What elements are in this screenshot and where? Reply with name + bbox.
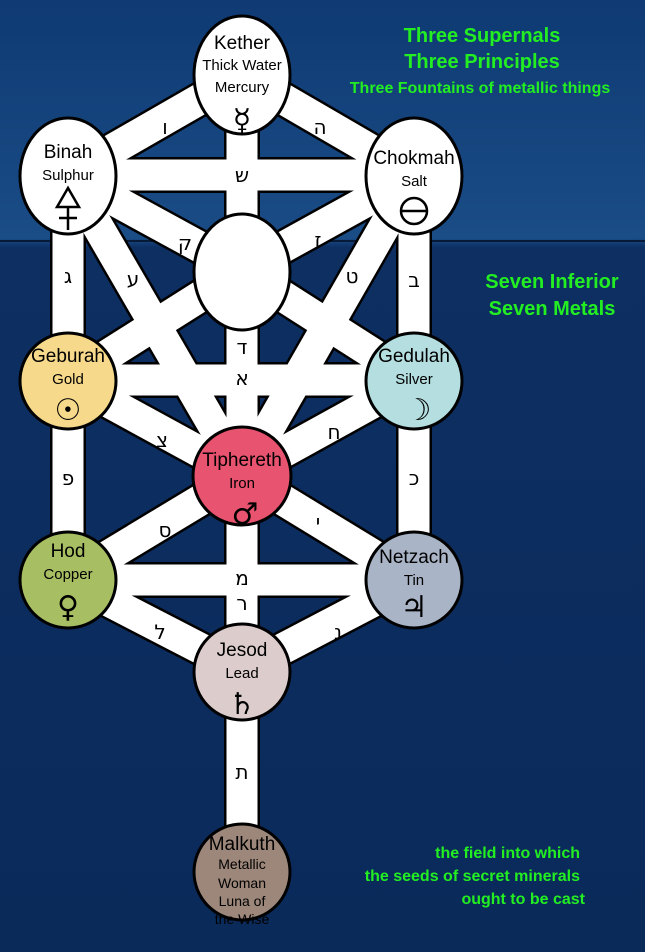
malkuth-annotation: the field into which the seeds of secret… xyxy=(365,845,586,908)
annotation-line: Three Fountains of metallic things xyxy=(350,80,611,97)
path-letter-yod: י xyxy=(316,510,320,534)
kether-line-1: Thick Water xyxy=(202,57,281,74)
sephirah-netzach xyxy=(364,530,464,630)
jupiter-tin-icon: ♃ xyxy=(401,590,428,625)
path-letter-gimel: ג xyxy=(64,264,72,288)
path-letter-samekh: ס xyxy=(159,518,172,542)
sulphur-icon xyxy=(54,185,82,230)
gedulah-line-1: Silver xyxy=(395,371,433,388)
venus-copper-icon: ♀ xyxy=(57,590,79,625)
sephirah-hod xyxy=(18,530,118,630)
path-letter-he: ה xyxy=(313,115,326,139)
path-letter-nun: נ xyxy=(334,620,342,644)
netzach-line-1: Tin xyxy=(404,572,424,589)
inferior-annotation: Seven Inferior Seven Metals xyxy=(485,271,619,320)
netzach-name: Netzach xyxy=(379,547,449,568)
path-letter-beth: ב xyxy=(408,268,420,292)
sephirah-malkuth xyxy=(192,822,292,922)
sephirah-kether xyxy=(192,14,292,136)
path-letter-lamed: ל xyxy=(154,620,165,644)
malkuth-line-3: Luna of xyxy=(219,893,266,909)
path-letter-aleph: א xyxy=(235,366,248,390)
kether-name: Kether xyxy=(214,33,271,54)
annotation-line: Seven Metals xyxy=(489,298,616,320)
annotation-line: the field into which xyxy=(435,845,580,862)
annotation-line: Three Supernals xyxy=(404,25,561,47)
chokmah-line-1: Salt xyxy=(401,173,428,190)
path-letter-daleth: ד xyxy=(237,335,248,359)
sephirah-geburah xyxy=(18,331,118,431)
path-letter-mem: מ xyxy=(235,566,249,590)
saturn-lead-icon: ♄ xyxy=(229,687,256,722)
path-letter-qoph: ק xyxy=(178,231,192,255)
jesod-line-1: Lead xyxy=(225,665,258,682)
path-letter-pe: פ xyxy=(62,466,75,490)
mars-iron-icon: ♂ xyxy=(232,497,259,532)
sephirah-daath xyxy=(192,212,292,332)
path-letter-zayin: ז xyxy=(315,228,322,252)
sephirah-jesod xyxy=(192,622,292,722)
sun-gold-icon: ☉ xyxy=(55,393,82,428)
geburah-name: Geburah xyxy=(31,346,105,367)
salt-icon xyxy=(399,196,429,226)
path-letter-teth: ט xyxy=(346,264,359,288)
path-letter-kaph: כ xyxy=(409,466,420,490)
annotation-line: Seven Inferior xyxy=(485,271,619,293)
malkuth-line-4: the Wise xyxy=(215,911,270,927)
binah-name: Binah xyxy=(44,142,93,163)
sephirah-chokmah xyxy=(364,116,464,236)
chokmah-name: Chokmah xyxy=(373,148,454,169)
malkuth-line-1: Metallic xyxy=(218,856,265,872)
path-letter-ayin: ע xyxy=(127,267,140,291)
annotation-line: Three Principles xyxy=(404,51,560,73)
path-letter-cheth: ח xyxy=(327,420,340,444)
annotation-line: the seeds of secret minerals xyxy=(365,868,580,885)
path-letter-shin: ש xyxy=(235,163,249,187)
path-letter-resh: ר xyxy=(236,591,247,615)
binah-line-1: Sulphur xyxy=(42,167,94,184)
sephirah-gedulah xyxy=(364,331,464,431)
supernals-annotation: Three Supernals Three Principles Three F… xyxy=(350,25,611,97)
malkuth-line-2: Woman xyxy=(218,875,266,891)
jesod-name: Jesod xyxy=(217,640,268,661)
sephirah-binah xyxy=(18,116,118,236)
gedulah-name: Gedulah xyxy=(378,346,450,367)
hod-line-1: Copper xyxy=(43,566,92,583)
kether-line-2: Mercury xyxy=(215,79,270,96)
path-letter-tzaddi: צ xyxy=(156,428,168,452)
geburah-line-1: Gold xyxy=(52,371,84,388)
path-letters: ו ה ש ק ז ג ב ע ט ד א צ ח פ כ ס י מ ר ל … xyxy=(62,115,420,784)
mercury-icon: ☿ xyxy=(233,103,251,138)
tiphereth-name: Tiphereth xyxy=(202,450,282,471)
moon-silver-icon: ☽ xyxy=(405,393,432,428)
path-letter-vav: ו xyxy=(162,115,167,139)
tiphereth-line-1: Iron xyxy=(229,475,255,492)
annotation-line: ought to be cast xyxy=(461,891,585,908)
malkuth-name: Malkuth xyxy=(209,834,276,855)
path-letter-tav: ת xyxy=(235,760,248,784)
sephiroth xyxy=(18,14,464,922)
sephirah-tiphereth xyxy=(191,425,293,527)
hod-name: Hod xyxy=(51,541,86,562)
